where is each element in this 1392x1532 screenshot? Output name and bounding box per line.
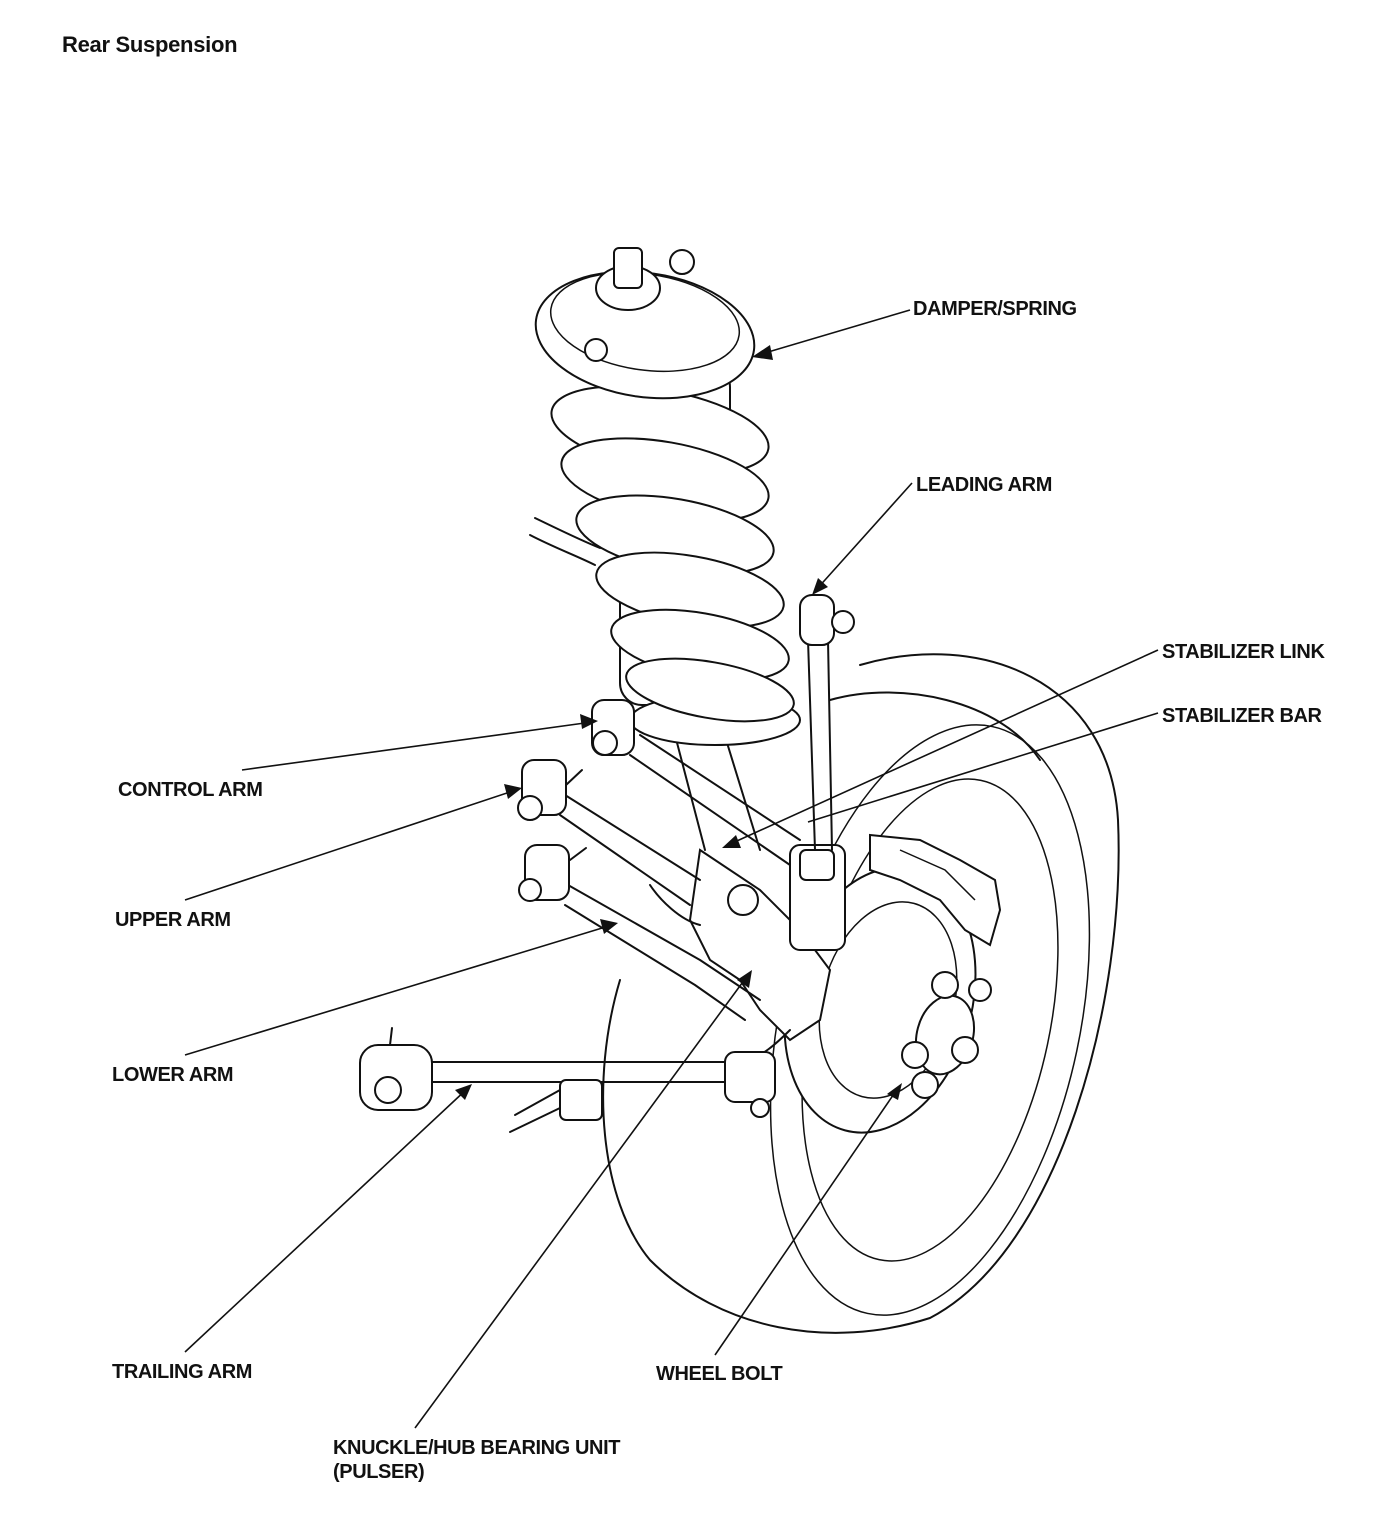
label-leading-arm: LEADING ARM [916, 474, 1052, 496]
label-knuckle-hub-bearing-unit: KNUCKLE/HUB BEARING UNIT (PULSER) [333, 1437, 621, 1483]
label-stabilizer-bar: STABILIZER BAR [1162, 705, 1322, 727]
damper-spring-assembly [534, 247, 801, 851]
label-damper-spring: DAMPER/SPRING [913, 298, 1077, 320]
label-wheel-bolt: WHEEL BOLT [656, 1363, 783, 1385]
leader-lines [184, 309, 1159, 1429]
label-upper-arm: UPPER ARM [115, 909, 231, 931]
label-trailing-arm: TRAILING ARM [112, 1361, 252, 1383]
trailing-arm [359, 1027, 791, 1133]
wheel-bolts [901, 971, 992, 1099]
control-arm [591, 699, 801, 866]
label-control-arm: CONTROL ARM [118, 779, 263, 801]
upper-arm [517, 759, 701, 906]
stabilizer-bar [529, 517, 701, 926]
brake-caliper [869, 833, 1002, 947]
knuckle [688, 844, 846, 1042]
leading-arm [799, 594, 855, 851]
label-lower-arm: LOWER ARM [112, 1064, 234, 1086]
label-stabilizer-link: STABILIZER LINK [1162, 641, 1325, 663]
lower-arm [518, 844, 761, 1021]
page-title: Rear Suspension [62, 32, 238, 57]
